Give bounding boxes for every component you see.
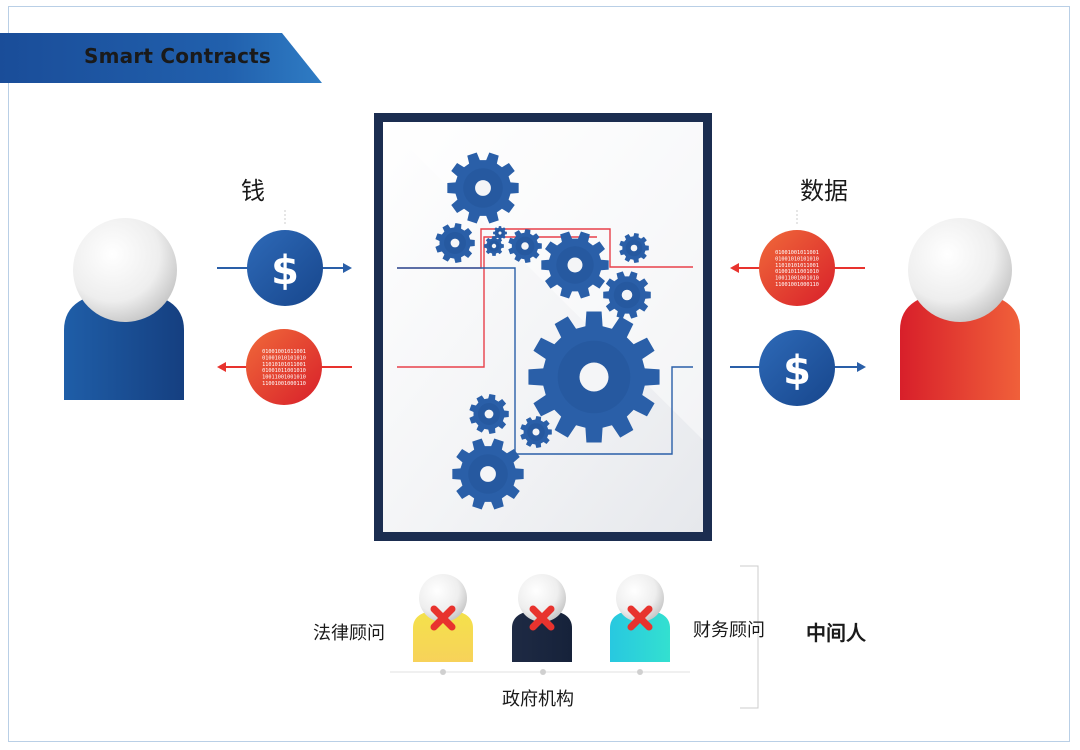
binary-line: 01001001011001 [262,349,306,355]
x-mark-icon [627,605,653,631]
person-left-icon [64,218,184,400]
gear-icon [520,416,552,448]
gear-icon [493,226,507,240]
gear-icon [469,394,509,434]
x-mark-icon [430,605,456,631]
binary-line: 11010101011001 [775,263,819,269]
dollar-coin-icon: $ [759,330,835,406]
binary-line: 01001001011001 [775,250,819,256]
data-label: 数据 [800,177,848,205]
money-label: 钱 [241,177,265,205]
binary-line: 01001011001010 [262,368,306,374]
title-banner [0,33,322,83]
government-person-icon [512,574,572,662]
contract-document [374,113,712,541]
gear-icon [484,236,504,256]
legal-advisor-label: 法律顾问 [313,623,385,644]
dollar-symbol: $ [783,348,811,394]
middleman-label: 中间人 [806,621,866,645]
gear-icon [452,438,524,510]
binary-line: 10011001001010 [262,375,306,381]
banner-title: Smart Contracts [84,44,272,68]
gear-icon [619,233,649,263]
binary-line: 11010101011001 [262,362,306,368]
gear-icon [541,231,609,299]
legal-advisor-person-icon [413,574,473,662]
binary-data-coin-icon: 0100100101100101001010101010110101010110… [759,210,835,306]
binary-line: 11001001000110 [775,282,819,288]
x-mark-icon [529,605,555,631]
financial-advisor-label: 财务顾问 [693,620,765,641]
gear-icon [435,223,475,263]
dollar-coin-icon: $ [247,210,323,306]
gear-cluster [435,152,660,510]
binary-line: 01001011001010 [775,269,819,275]
binary-line: 11001001000110 [262,381,306,387]
financial-advisor-person-icon [610,574,670,662]
government-label: 政府机构 [502,689,574,710]
binary-data-coin-icon: 0100100101100101001010101010110101010110… [246,329,322,405]
outer-border [8,6,1070,742]
binary-line: 01001010101010 [775,256,819,262]
binary-line: 01001010101010 [262,355,306,361]
gear-icon [508,229,542,263]
binary-line: 10011001001010 [775,276,819,282]
person-right-icon [900,218,1020,400]
gear-icon [603,271,651,319]
gear-icon [528,311,660,443]
dollar-symbol: $ [271,248,299,294]
middlemen-group [390,565,759,709]
gear-icon [447,152,519,224]
